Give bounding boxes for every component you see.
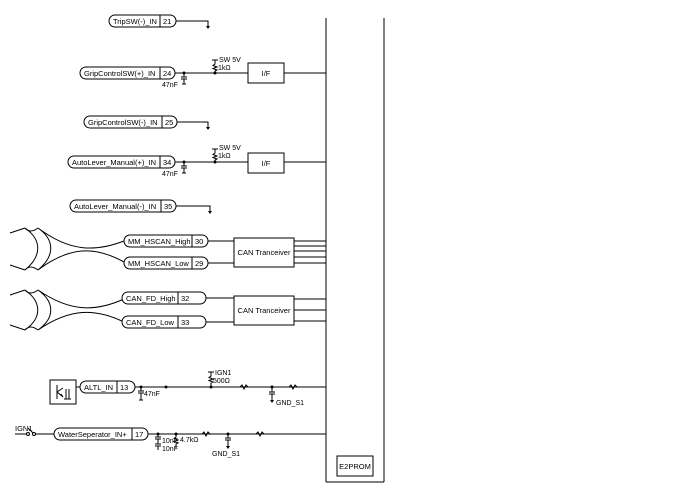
altl-shunt-capacitor-icon: [269, 387, 275, 400]
canfd-transceiver-block: [233, 295, 295, 326]
connector-gripcontrol-minus: GripControlSW(-)_IN 25: [83, 115, 178, 129]
altl-capacitor-icon: [138, 387, 144, 401]
autolever-if-label: I/F: [262, 159, 271, 168]
canfd-transceiver-label: CAN Tranceiver: [238, 306, 291, 315]
connector-autolever-minus-label: AutoLever_Manual(-)_IN: [74, 202, 156, 211]
gripcontrol-cap-label: 47nF: [162, 82, 178, 89]
connector-gripcontrol-minus-pin: 25: [165, 118, 173, 127]
connector-can-fd-low-label: CAN_FD_Low: [126, 318, 175, 327]
connector-gripcontrol-plus: GripControlSW(+)_IN 24: [79, 66, 176, 80]
water-r-label: 4.7kΩ: [180, 437, 198, 444]
connector-autolever-minus: AutoLever_Manual(-)_IN 35: [69, 199, 177, 213]
altl-r-label: 500Ω: [213, 378, 230, 385]
gripcontrol-minus-ground-icon: [206, 127, 210, 130]
wire-tripsw: [176, 20, 209, 26]
module-outline: [325, 18, 385, 483]
gripcontrol-if-label: I/F: [262, 69, 271, 78]
wire-autolever-minus: [176, 205, 211, 211]
connector-autolever-plus: AutoLever_Manual(+)_IN 34: [67, 155, 176, 169]
canfd-twisted-pair-icon: [9, 289, 125, 331]
connector-tripsw-pin: 21: [163, 17, 171, 26]
connector-mm-hscan-low: MM_HSCAN_Low 29: [123, 256, 209, 270]
water-ign1-label: IGN1: [15, 424, 33, 433]
connector-mm-hscan-low-label: MM_HSCAN_Low: [128, 259, 189, 268]
connector-can-fd-low: CAN_FD_Low 33: [121, 315, 207, 329]
water-cap2-label: 10nF: [162, 446, 178, 453]
gripcontrol-capacitor-icon: [181, 73, 187, 85]
water-series-resistor-1-icon: [201, 431, 211, 438]
e2prom-block: E2PROM: [336, 455, 374, 477]
altl-series-resistor-2-icon: [288, 384, 298, 391]
connector-altl-label: ALTL_IN: [84, 383, 113, 392]
altl-gnd-label: GND_S1: [276, 400, 304, 407]
autolever-cap-label: 47nF: [162, 171, 178, 178]
connector-mm-hscan-high: MM_HSCAN_High 30: [123, 234, 209, 248]
autolever-pullup-resistor-icon: [211, 148, 219, 162]
connector-gripcontrol-minus-label: GripControlSW(-)_IN: [88, 118, 158, 127]
connector-mm-hscan-high-pin: 30: [195, 237, 203, 246]
connector-mm-hscan-high-label: MM_HSCAN_High: [128, 237, 191, 246]
water-ground-icon: [226, 446, 230, 449]
altl-series-resistor-1-icon: [239, 384, 249, 391]
altl-sensor-icon: [49, 379, 82, 405]
altl-cap-label: 47nF: [144, 391, 160, 398]
hscan-twisted-pair-icon: [9, 227, 125, 271]
connector-can-fd-low-pin: 33: [181, 318, 189, 327]
water-series-resistor-2-icon: [255, 431, 265, 438]
water-cap1-label: 10nF: [162, 438, 178, 445]
connector-tripsw: TripSW(-)_IN 21: [108, 14, 177, 28]
hscan-transceiver-block: [233, 237, 295, 268]
connector-autolever-plus-pin: 34: [163, 158, 171, 167]
gripcontrol-sw5v-label: SW 5V: [219, 57, 241, 64]
hscan-bus-lines: [294, 240, 326, 264]
tripsw-ground-icon: [206, 26, 210, 29]
water-capacitor-1-icon: [155, 434, 161, 450]
gripcontrol-pullup-resistor-icon: [211, 59, 219, 73]
altl-ign1-label: IGN1: [215, 370, 231, 377]
autolever-r-label: 1kΩ: [218, 153, 231, 160]
connector-gripcontrol-plus-pin: 24: [163, 69, 171, 78]
connector-gripcontrol-plus-label: GripControlSW(+)_IN: [84, 69, 155, 78]
water-pulldown-resistor-icon: [172, 434, 180, 448]
gripcontrol-r-label: 1kΩ: [218, 65, 231, 72]
altl-ground-icon: [270, 400, 274, 403]
autolever-sw5v-label: SW 5V: [219, 145, 241, 152]
connector-altl: ALTL_IN 13: [79, 380, 136, 394]
connector-waterseperator: WaterSeperator_IN+ 17: [53, 427, 149, 441]
connector-can-fd-high-pin: 32: [181, 294, 189, 303]
autolever-if-block: [247, 152, 285, 174]
autolever-capacitor-icon: [181, 162, 187, 174]
connector-altl-pin: 13: [120, 383, 128, 392]
connector-autolever-minus-pin: 35: [164, 202, 172, 211]
altl-pullup-resistor-icon: [207, 371, 215, 387]
connector-mm-hscan-low-pin: 29: [195, 259, 203, 268]
connector-can-fd-high-label: CAN_FD_High: [126, 294, 176, 303]
wire-gripcontrol-minus: [177, 121, 209, 127]
water-gnd-label: GND_S1: [212, 451, 240, 458]
water-shunt-capacitor-icon: [225, 434, 231, 446]
gripcontrol-if-block: [247, 62, 285, 84]
hscan-transceiver-label: CAN Tranceiver: [238, 248, 291, 257]
autolever-minus-ground-icon: [208, 211, 212, 214]
connector-autolever-plus-label: AutoLever_Manual(+)_IN: [72, 158, 156, 167]
connector-can-fd-high: CAN_FD_High 32: [121, 291, 207, 305]
canfd-bus-lines: [294, 298, 326, 322]
connector-waterseperator-label: WaterSeperator_IN+: [58, 430, 127, 439]
connector-tripsw-label: TripSW(-)_IN: [113, 17, 157, 26]
connector-waterseperator-pin: 17: [135, 430, 143, 439]
e2prom-label: E2PROM: [339, 462, 371, 471]
